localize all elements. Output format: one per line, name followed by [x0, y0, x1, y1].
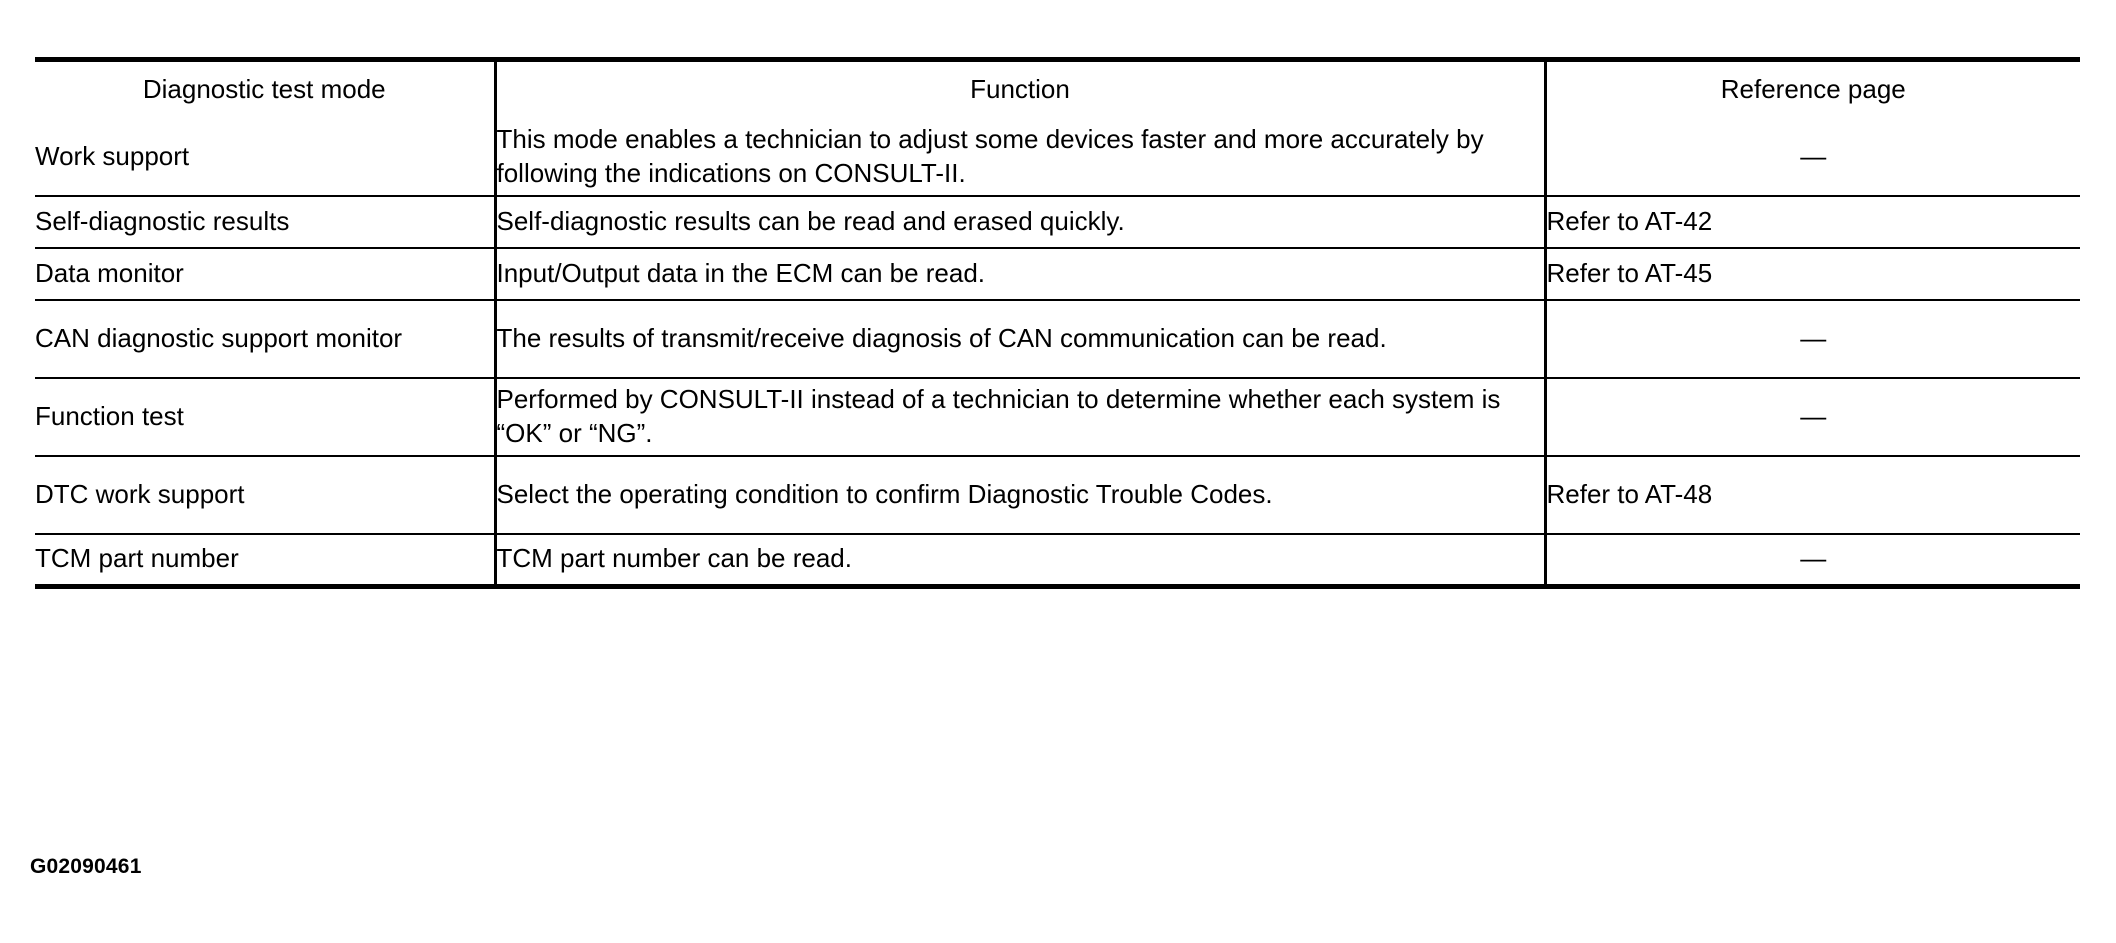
diagnostic-test-mode-table-wrapper: Diagnostic test mode Function Reference …: [35, 57, 2080, 589]
cell-diagnostic-test-mode: Data monitor: [35, 248, 497, 301]
cell-function: Performed by CONSULT-II instead of a tec…: [495, 378, 1547, 457]
cell-diagnostic-test-mode: Function test: [35, 378, 497, 457]
figure-id-label: G02090461: [30, 855, 142, 878]
cell-reference-page[interactable]: Refer to AT-42: [1545, 196, 2080, 249]
diagnostic-test-mode-table: Diagnostic test mode Function Reference …: [35, 57, 2080, 589]
cell-function: TCM part number can be read.: [495, 534, 1547, 586]
cell-function: The results of transmit/receive diagnosi…: [495, 300, 1547, 379]
cell-diagnostic-test-mode: CAN diagnostic support monitor: [35, 300, 497, 379]
cell-reference-page[interactable]: Refer to AT-45: [1545, 248, 2080, 301]
cell-diagnostic-test-mode: DTC work support: [35, 456, 497, 535]
cell-reference-page-none: —: [1545, 118, 2080, 197]
cell-reference-page-none: —: [1545, 300, 2080, 379]
cell-function: Select the operating condition to confir…: [495, 456, 1547, 535]
cell-diagnostic-test-mode: TCM part number: [35, 534, 497, 586]
cell-function: This mode enables a technician to adjust…: [495, 118, 1547, 197]
cell-diagnostic-test-mode: Work support: [35, 118, 497, 197]
cell-reference-page[interactable]: Refer to AT-48: [1545, 456, 2080, 535]
cell-function: Self-diagnostic results can be read and …: [495, 196, 1547, 249]
cell-reference-page-none: —: [1545, 378, 2080, 457]
cell-reference-page-none: —: [1800, 543, 1827, 574]
table-header-row: Diagnostic test mode Function Reference …: [35, 59, 2080, 118]
cell-function: Input/Output data in the ECM can be read…: [495, 248, 1547, 301]
cell-diagnostic-test-mode: Self-diagnostic results: [35, 196, 497, 249]
column-header-function: Function: [495, 59, 1547, 118]
table-header: Diagnostic test mode Function Reference …: [35, 59, 2080, 118]
column-header-diagnostic-test-mode: Diagnostic test mode: [35, 59, 497, 118]
column-header-reference-page: Reference page: [1720, 74, 1906, 105]
